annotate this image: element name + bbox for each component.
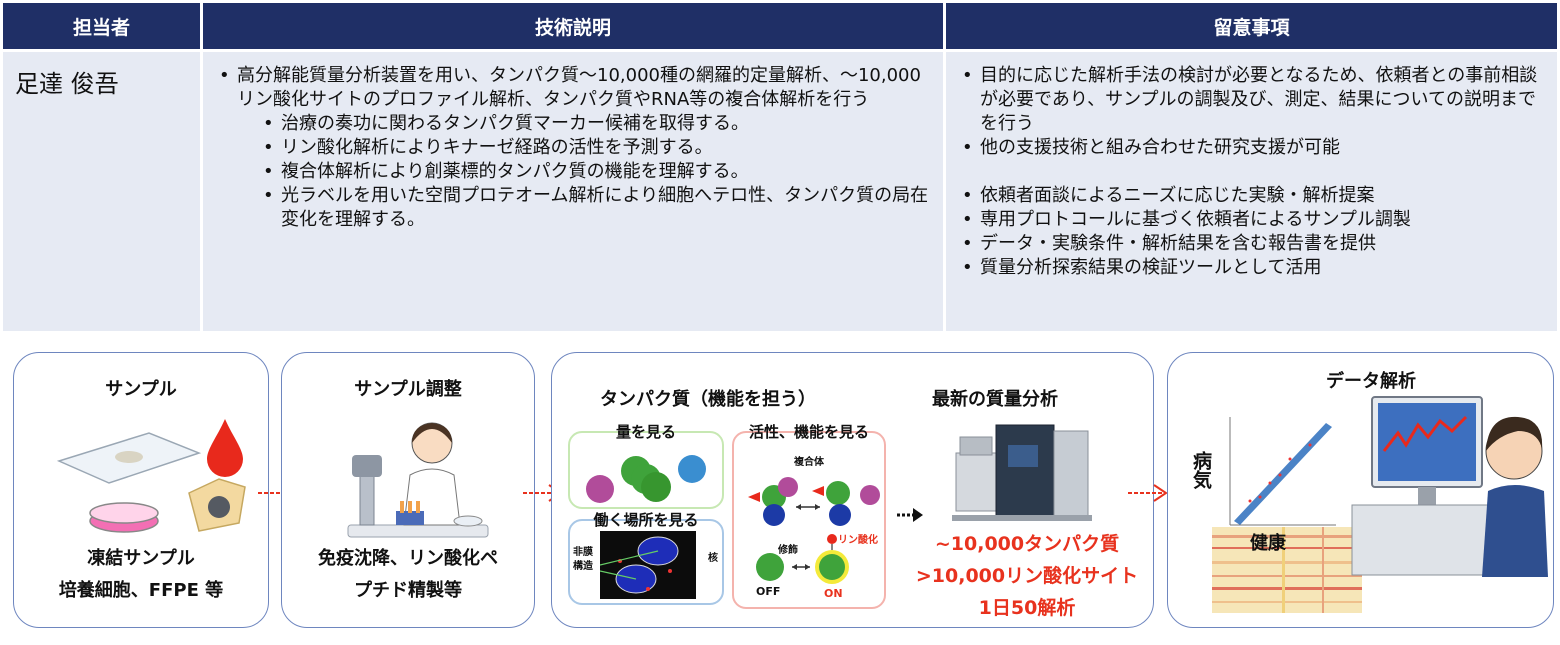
tissue-sample — [115, 451, 143, 463]
analyst-illustration — [1351, 396, 1548, 577]
protein-icon — [678, 455, 706, 483]
panel-prep: サンプル調整 免疫沈降、リン酸化ペ プチド精製等 — [281, 352, 535, 628]
disease-label: 病気 — [1190, 451, 1212, 489]
blood-drop-icon — [207, 419, 243, 477]
tech-sub-bullet: リン酸化解析によりキナーゼ経路の活性を予測する。 — [213, 136, 935, 160]
desk — [1351, 504, 1503, 576]
tech-sub-bullet: 治療の奏功に関わるタンパク質マーカー候補を取得する。 — [213, 112, 935, 136]
notes-bullet: 依頼者面談によるニーズに応じた実験・解析提案 — [956, 184, 1549, 208]
tech-cell: 高分解能質量分析装置を用い、タンパク質～10,000種の網羅的定量解析、～10,… — [203, 52, 943, 331]
mass-spectrometer-icon — [952, 424, 1092, 521]
sample-line1: 凍結サンプル — [87, 548, 195, 569]
tech-sub-bullet: 光ラベルを用いた空間プロテオーム解析により細胞へテロ性、タンパク質の局在変化を理… — [213, 184, 935, 232]
prep-title: サンプル調整 — [354, 379, 462, 400]
microscope-icon — [359, 474, 375, 526]
protein-title: タンパク質（機能を担う） — [600, 389, 816, 410]
quantity-box: 量を見る — [568, 423, 724, 509]
arrow-right-icon — [897, 508, 923, 522]
notes-bullet: データ・実験条件・解析結果を含む報告書を提供 — [956, 232, 1549, 256]
ms-line3: 1日50解析 — [978, 597, 1076, 619]
panel-sample: サンプル 凍結サンプル 培養細胞、FFPE 等 — [13, 352, 269, 628]
heatmap-image — [1212, 527, 1362, 613]
modification-illustration — [756, 534, 849, 584]
notes-bullet: 専用プロトコールに基づく依頼者によるサンプル調製 — [956, 208, 1549, 232]
header-person: 担当者 — [3, 3, 200, 49]
panel-analysis: データ解析 病気 健康 — [1167, 352, 1554, 628]
sample-title: サンプル — [105, 379, 177, 400]
prep-line1: 免疫沈降、リン酸化ペ — [318, 548, 498, 569]
person-name: 足達 俊吾 — [15, 70, 119, 98]
header-notes: 留意事項 — [946, 3, 1557, 49]
cell-image — [600, 531, 696, 599]
ms-title: 最新の質量分析 — [932, 389, 1058, 410]
non-membrane-label-2: 構造 — [573, 561, 593, 572]
sample-line2: 培養細胞、FFPE 等 — [58, 580, 224, 601]
modification-label: 修飾 — [778, 545, 798, 556]
nucleus-label: 核 — [708, 553, 718, 564]
tech-list: 高分解能質量分析装置を用い、タンパク質～10,000種の網羅的定量解析、～10,… — [213, 64, 935, 232]
tech-bullet: 高分解能質量分析装置を用い、タンパク質～10,000種の網羅的定量解析、～10,… — [213, 64, 935, 112]
analysis-title: データ解析 — [1326, 371, 1416, 392]
phosphate-icon — [827, 534, 837, 544]
header-tech: 技術説明 — [203, 3, 943, 49]
activity-box: 活性、機能を見る 複合体 修飾 リン酸化 OFF ON — [732, 423, 886, 609]
protein-icon — [641, 472, 671, 502]
notes-list: 目的に応じた解析手法の検討が必要となるため、依頼者との事前相談が必要であり、サン… — [956, 64, 1549, 280]
protein-icon — [586, 475, 614, 503]
location-label: 働く場所を見る — [593, 511, 699, 529]
location-box: 働く場所を見る 非膜 構造 核 — [568, 511, 724, 605]
ms-line2: >10,000リン酸化サイト — [915, 565, 1139, 587]
off-label: OFF — [756, 585, 781, 598]
prep-line2: プチド精製等 — [354, 580, 462, 601]
nucleus-icon — [208, 496, 230, 518]
complex-illustration — [748, 477, 880, 526]
notes-bullet: 他の支援技術と組み合わせた研究支援が可能 — [956, 136, 1549, 160]
notes-bullet: 質量分析探索結果の検証ツールとして活用 — [956, 256, 1549, 280]
sample-illustration — [56, 419, 246, 533]
ms-line1: ~10,000タンパク質 — [934, 533, 1120, 555]
complex-label: 複合体 — [794, 457, 824, 468]
researcher-illustration — [347, 422, 489, 538]
panel-protein-ms: タンパク質（機能を担う） 量を見る 働く場所を見る 非膜 構造 核 活性、機能を… — [551, 352, 1154, 628]
phospho-label: リン酸化 — [838, 535, 878, 546]
person-cell: 足達 俊吾 — [3, 52, 200, 331]
arrow-right-icon — [1128, 484, 1168, 502]
health-label: 健康 — [1250, 533, 1286, 554]
notes-bullet: 目的に応じた解析手法の検討が必要となるため、依頼者との事前相談が必要であり、サン… — [956, 64, 1549, 136]
quantity-label: 量を見る — [615, 423, 676, 441]
scatter-plot-image — [1220, 413, 1338, 533]
activity-label: 活性、機能を見る — [748, 423, 869, 441]
on-label: ON — [824, 587, 843, 600]
info-table: 担当者 技術説明 留意事項 足達 俊吾 高分解能質量分析装置を用い、タンパク質～… — [3, 3, 1557, 331]
notes-cell: 目的に応じた解析手法の検討が必要となるため、依頼者との事前相談が必要であり、サン… — [946, 52, 1557, 331]
non-membrane-label-1: 非膜 — [573, 547, 593, 558]
tech-sub-bullet: 複合体解析により創薬標的タンパク質の機能を理解する。 — [213, 160, 935, 184]
